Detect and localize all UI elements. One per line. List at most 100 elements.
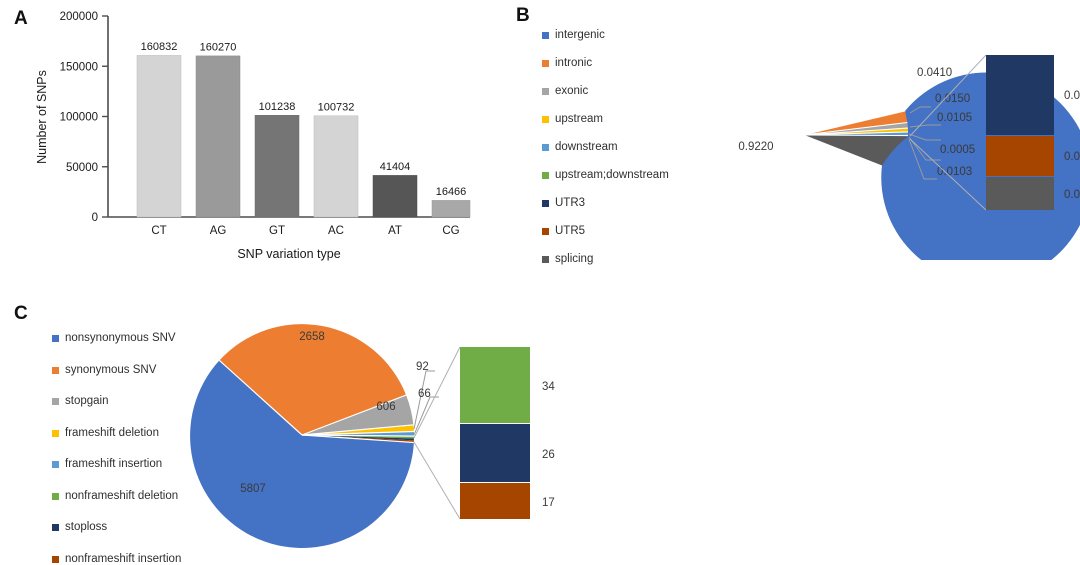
x-tick-label: AC <box>328 225 344 237</box>
callout-value-splicing: 0.0002 <box>1064 189 1080 201</box>
legend-swatch-icon <box>52 493 59 500</box>
pie-value-label-intergenic: 0.9220 <box>738 141 773 153</box>
panel-b-letter: B <box>516 5 530 27</box>
legend-swatch-icon <box>542 60 549 67</box>
legend-label: upstream;downstream <box>555 170 669 182</box>
y-tick-label: 100000 <box>60 112 98 124</box>
y-tick-label: 50000 <box>66 162 98 174</box>
y-axis-ticks <box>102 16 108 217</box>
legend-item-synonymous-snv[interactable]: synonymous SNV <box>52 365 181 377</box>
bar-value: 160832 <box>141 41 178 53</box>
legend-item-intergenic[interactable]: intergenic <box>542 30 669 42</box>
legend-item-frameshift-deletion[interactable]: frameshift deletion <box>52 428 181 440</box>
legend-swatch-icon <box>542 32 549 39</box>
legend-label: nonframeshift deletion <box>65 491 178 503</box>
legend-swatch-icon <box>542 228 549 235</box>
legend-swatch-icon <box>52 335 59 342</box>
legend-item-upstream-downstream[interactable]: upstream;downstream <box>542 170 669 182</box>
y-tick-label: 200000 <box>60 11 98 23</box>
callout-segment-utr3 <box>986 55 1054 135</box>
legend-item-nonframeshift-insertion[interactable]: nonframeshift insertion <box>52 554 181 565</box>
bar-value: 160270 <box>200 42 237 54</box>
panel-a-bar-chart: 200000 150000 100000 50000 0 Number of S… <box>0 0 510 285</box>
legend-swatch-icon <box>542 116 549 123</box>
legend-swatch-icon <box>542 256 549 263</box>
legend-item-upstream[interactable]: upstream <box>542 114 669 126</box>
bars <box>137 55 470 217</box>
callout-segment-splicing <box>986 177 1054 210</box>
x-axis-title: SNP variation type <box>237 247 340 261</box>
bar-value: 16466 <box>436 186 467 198</box>
panel-b-pie-chart: 0.9220 0.0410 0.0150 0.0105 0.0005 0.010… <box>688 10 1080 260</box>
callout-value-stoploss: 26 <box>542 449 555 461</box>
legend-item-utr3[interactable]: UTR3 <box>542 198 669 210</box>
y-tick-label: 0 <box>92 212 98 224</box>
callout-value-nonframeshift-insertion: 17 <box>542 497 555 509</box>
legend-item-frameshift-insertion[interactable]: frameshift insertion <box>52 459 181 471</box>
callout-value-utr3: 0.0003 <box>1064 90 1080 102</box>
legend-label: frameshift deletion <box>65 428 159 440</box>
callout-segment-nonframeshift-deletion <box>460 347 530 423</box>
legend-item-stoploss[interactable]: stoploss <box>52 522 181 534</box>
legend-item-nonframeshift-deletion[interactable]: nonframeshift deletion <box>52 491 181 503</box>
pie-value-label-stopgain: 606 <box>376 401 395 413</box>
panel-b: B intergenic intronic exonic upstream do… <box>508 0 1080 290</box>
legend-item-downstream[interactable]: downstream <box>542 142 669 154</box>
legend-swatch-icon <box>52 524 59 531</box>
legend-label: upstream <box>555 114 603 126</box>
x-tick-label: GT <box>269 225 285 237</box>
bar-GT <box>255 115 299 217</box>
bar-AC <box>314 116 358 217</box>
pie-slices <box>190 324 414 548</box>
panel-c-pie-chart: 5807 2658 606 92 66 34 26 17 <box>190 307 620 549</box>
bar-CG <box>432 200 470 217</box>
pie-leader-lines <box>414 371 439 435</box>
legend-item-exonic[interactable]: exonic <box>542 86 669 98</box>
panel-c-callout-bar <box>460 347 530 519</box>
legend-label: frameshift insertion <box>65 459 162 471</box>
legend-swatch-icon <box>542 144 549 151</box>
callout-value-utr5: 0.0002 <box>1064 151 1080 163</box>
legend-label: synonymous SNV <box>65 365 156 377</box>
bar-value: 100732 <box>318 102 355 114</box>
bar-CT <box>137 55 181 217</box>
legend-swatch-icon <box>52 430 59 437</box>
legend-swatch-icon <box>52 461 59 468</box>
legend-label: UTR5 <box>555 226 585 238</box>
y-axis-title: Number of SNPs <box>35 70 49 164</box>
legend-item-utr5[interactable]: UTR5 <box>542 226 669 238</box>
legend-label: intergenic <box>555 30 605 42</box>
callout-value-nonframeshift-deletion: 34 <box>542 381 555 393</box>
legend-swatch-icon <box>52 367 59 374</box>
bar-value-labels: 160832 160270 101238 100732 41404 16466 <box>141 41 467 198</box>
pie-value-label-intronic: 0.0410 <box>917 67 952 79</box>
x-axis-tick-labels: CT AG GT AC AT CG <box>151 225 459 237</box>
panel-c-letter: C <box>14 303 28 325</box>
pie-value-label-downstream: 0.0103 <box>937 166 972 178</box>
x-tick-label: CT <box>151 225 166 237</box>
bar-AT <box>373 175 417 217</box>
callout-segment-nonframeshift-insertion <box>460 483 530 519</box>
legend-label: intronic <box>555 58 592 70</box>
pie-value-label-synonymous: 2658 <box>299 331 325 343</box>
callout-segment-stoploss <box>460 424 530 482</box>
legend-label: splicing <box>555 254 593 266</box>
legend-item-intronic[interactable]: intronic <box>542 58 669 70</box>
legend-label: exonic <box>555 86 588 98</box>
pie-value-label-upstream: 0.0105 <box>937 112 972 124</box>
legend-item-splicing[interactable]: splicing <box>542 254 669 266</box>
legend-swatch-icon <box>542 200 549 207</box>
legend-item-nonsynonymous-snv[interactable]: nonsynonymous SNV <box>52 333 181 345</box>
legend-item-stopgain[interactable]: stopgain <box>52 396 181 408</box>
pie-value-label-frameshift-insertion: 66 <box>418 388 431 400</box>
legend-label: nonframeshift insertion <box>65 554 181 565</box>
legend-label: stopgain <box>65 396 108 408</box>
bar-value: 41404 <box>380 161 411 173</box>
panel-c: C nonsynonymous SNV synonymous SNV stopg… <box>0 295 620 549</box>
x-tick-label: AT <box>388 225 402 237</box>
pie-value-label-frameshift-deletion: 92 <box>416 361 429 373</box>
y-tick-label: 150000 <box>60 61 98 73</box>
x-tick-label: CG <box>442 225 459 237</box>
legend-swatch-icon <box>52 398 59 405</box>
panel-a: A 200000 150000 100000 50000 0 Number of… <box>0 0 510 285</box>
